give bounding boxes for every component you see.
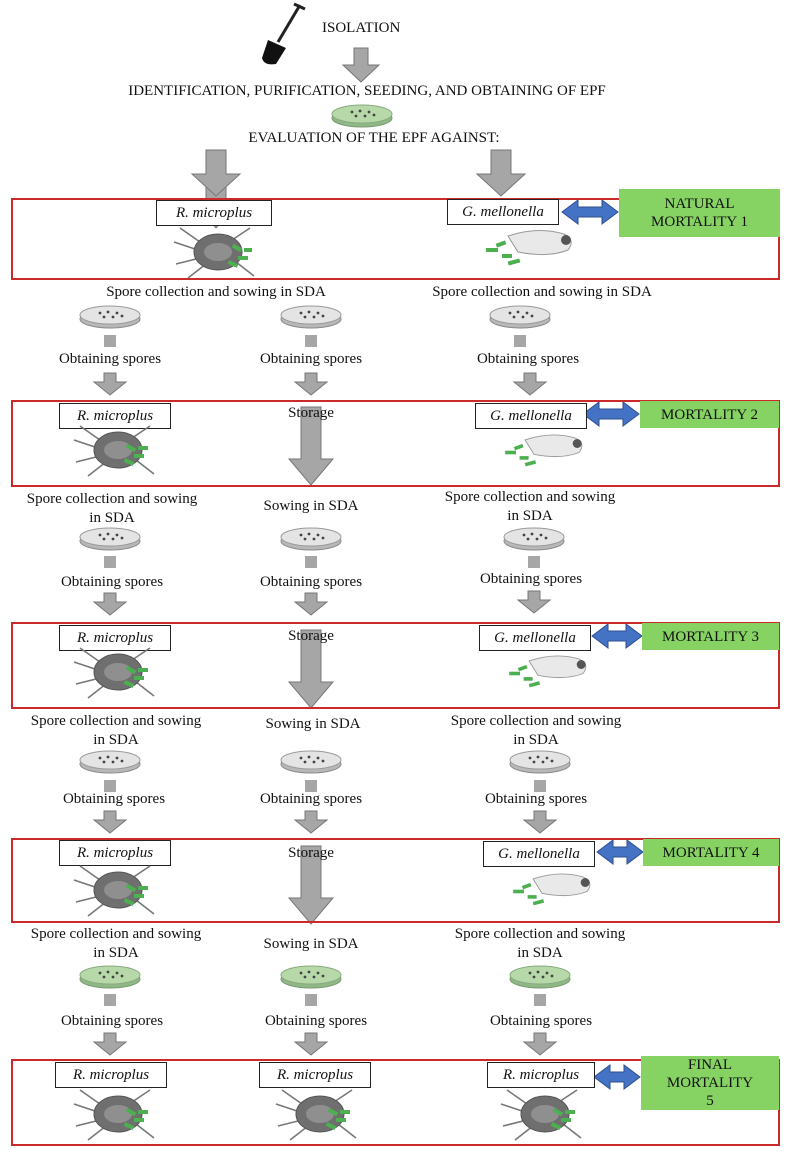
step-spore-collection-larva-4b: in SDA <box>517 945 563 961</box>
step-spore-collection-tick-4a: Spore collection and sowing <box>30 926 202 942</box>
tick-label-stage-3: R. microplus <box>59 625 171 651</box>
tick-icon <box>73 1089 155 1141</box>
evaluation-title: EVALUATION OF THE EPF AGAINST: <box>248 130 500 146</box>
step-obtaining-spores-3b: Obtaining spores <box>259 791 363 807</box>
step-obtaining-spores-4b: Obtaining spores <box>264 1013 368 1029</box>
step-spore-collection-tick-1: Spore collection and sowing in SDA <box>106 284 326 300</box>
step-spore-collection-larva-1: Spore collection and sowing in SDA <box>432 284 652 300</box>
larva-label-stage-3: G. mellonella <box>479 625 591 651</box>
mortality-5-badge: FINAL MORTALITY 5 <box>641 1056 779 1110</box>
step-spore-collection-larva-4a: Spore collection and sowing <box>454 926 626 942</box>
step-storage-4: Storage <box>288 845 334 861</box>
step-obtaining-spores-1a: Obtaining spores <box>58 351 162 367</box>
step-spore-collection-larva-2b: in SDA <box>507 508 553 524</box>
tick-label-stage-5b: R. microplus <box>259 1062 371 1088</box>
step-spore-collection-tick-3a: Spore collection and sowing <box>30 713 202 729</box>
stage-2-box <box>11 400 780 487</box>
mortality-1-badge: NATURAL MORTALITY 1 <box>619 189 780 237</box>
step-obtaining-spores-3a: Obtaining spores <box>62 791 166 807</box>
mortality-3-badge: MORTALITY 3 <box>642 623 779 650</box>
tick-label-stage-4: R. microplus <box>59 840 171 866</box>
tick-label-stage-5c: R. microplus <box>487 1062 595 1088</box>
mortality-4-badge: MORTALITY 4 <box>643 839 779 866</box>
step-obtaining-spores-1c: Obtaining spores <box>476 351 580 367</box>
tick-icon <box>173 227 255 279</box>
step-spore-collection-tick-2b: in SDA <box>89 510 135 526</box>
stage-1-box <box>11 198 780 280</box>
step-sowing-4: Sowing in SDA <box>263 936 359 952</box>
step-spore-collection-larva-3a: Spore collection and sowing <box>450 713 622 729</box>
step-obtaining-spores-2b: Obtaining spores <box>259 574 363 590</box>
step-obtaining-spores-1b: Obtaining spores <box>259 351 363 367</box>
step-spore-collection-larva-3b: in SDA <box>513 732 559 748</box>
larva-icon <box>505 434 583 467</box>
tick-icon <box>73 647 155 699</box>
tick-icon <box>275 1089 357 1141</box>
tick-icon <box>500 1089 582 1141</box>
step-spore-collection-tick-3b: in SDA <box>93 732 139 748</box>
tick-icon <box>73 865 155 917</box>
stage-4-box <box>11 838 780 923</box>
step-spore-collection-tick-4b: in SDA <box>93 945 139 961</box>
step-spore-collection-tick-2a: Spore collection and sowing <box>26 491 198 507</box>
step-obtaining-spores-2c: Obtaining spores <box>479 571 583 587</box>
step-storage-2: Storage <box>288 405 334 421</box>
step-sowing-2: Sowing in SDA <box>263 498 359 514</box>
step-spore-collection-larva-2a: Spore collection and sowing <box>444 489 616 505</box>
larva-icon <box>513 873 591 906</box>
mortality-2-badge: MORTALITY 2 <box>640 401 779 428</box>
identification-title: IDENTIFICATION, PURIFICATION, SEEDING, A… <box>128 83 606 99</box>
larva-icon <box>509 655 587 688</box>
larva-label-stage-2: G. mellonella <box>475 403 587 429</box>
step-obtaining-spores-4a: Obtaining spores <box>60 1013 164 1029</box>
step-storage-3: Storage <box>288 628 334 644</box>
isolation-title: ISOLATION <box>322 20 401 36</box>
larva-label-stage-4: G. mellonella <box>483 841 595 867</box>
step-obtaining-spores-2a: Obtaining spores <box>60 574 164 590</box>
step-sowing-3: Sowing in SDA <box>265 716 361 732</box>
larva-label-stage-1: G. mellonella <box>447 199 559 225</box>
stage-3-box <box>11 622 780 709</box>
shovel-icon <box>262 2 306 65</box>
tick-label-stage-1: R. microplus <box>156 200 272 226</box>
larva-icon <box>486 230 572 266</box>
step-obtaining-spores-4c: Obtaining spores <box>489 1013 593 1029</box>
step-obtaining-spores-3c: Obtaining spores <box>484 791 588 807</box>
tick-icon <box>73 425 155 477</box>
tick-label-stage-5a: R. microplus <box>55 1062 167 1088</box>
tick-label-stage-2: R. microplus <box>59 403 171 429</box>
stage-5-box <box>11 1059 780 1146</box>
